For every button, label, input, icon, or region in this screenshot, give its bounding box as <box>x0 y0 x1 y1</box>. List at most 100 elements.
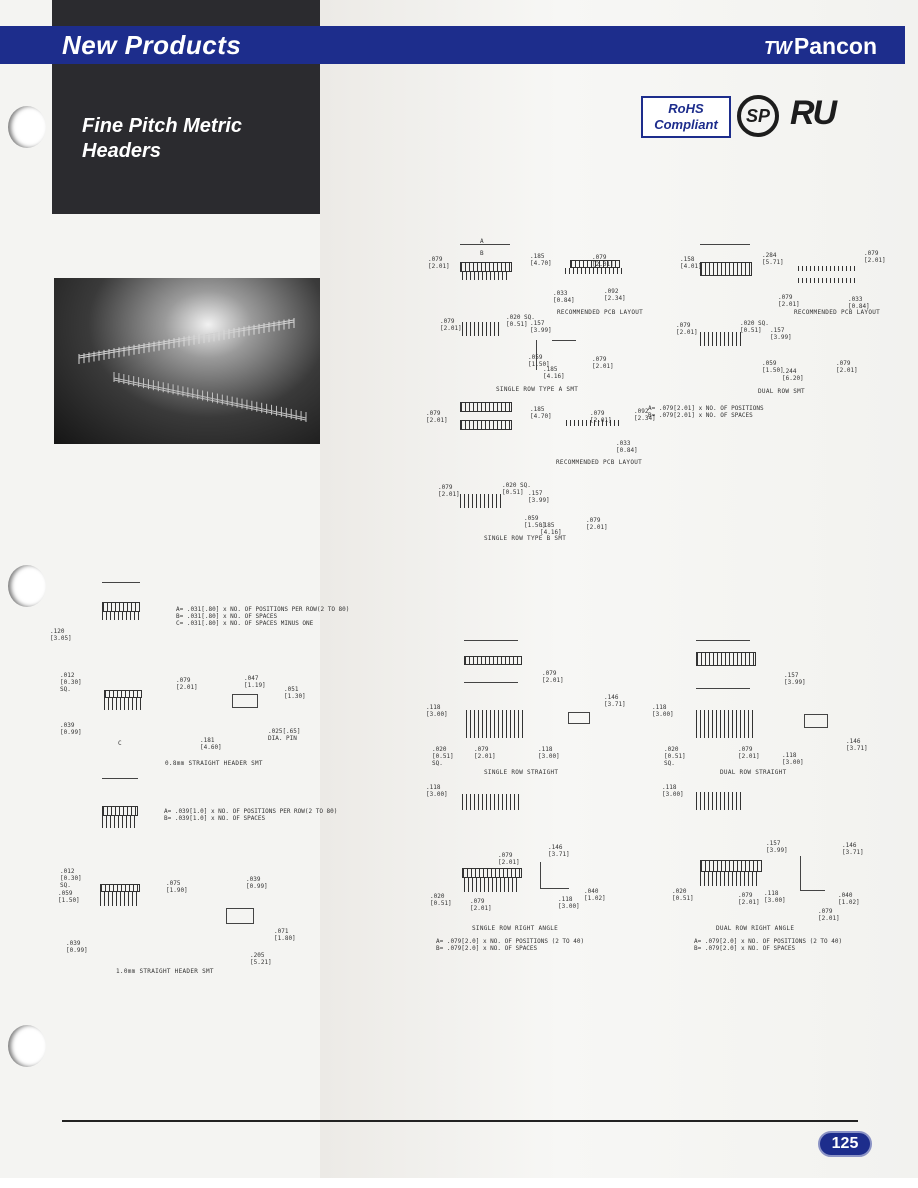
dim: .118 [3.00] <box>652 704 674 718</box>
dim: .244 [6.20] <box>782 368 804 382</box>
dim: .158 [4.01] <box>680 256 702 270</box>
dim: .079 [2.01] <box>498 852 520 866</box>
brand-name: Pancon <box>793 33 877 59</box>
dim: .020 [0.51] SQ. <box>432 746 454 767</box>
dim: .157 [3.99] <box>766 840 788 854</box>
dim: .284 [5.71] <box>762 252 784 266</box>
dim: .185 [4.70] <box>530 406 552 420</box>
compliant-label: Compliant <box>654 117 718 132</box>
dim: .059 [1.50] <box>762 360 784 374</box>
rohs-label: RoHS <box>668 101 704 116</box>
dimension-note: A= .039[1.0] x NO. OF POSITIONS PER ROW(… <box>164 808 338 822</box>
dim: .039 [0.99] <box>60 722 82 736</box>
label-a: A <box>480 238 484 245</box>
binder-hole-icon <box>8 565 46 607</box>
dim: .040 [1.02] <box>838 892 860 906</box>
dim: .079 [2.01] <box>470 898 492 912</box>
dim: .185 [4.16] <box>543 366 565 380</box>
dim: .020 [0.51] <box>672 888 694 902</box>
dim: .079 [2.01] <box>864 250 886 264</box>
dim: .157 [3.99] <box>528 490 550 504</box>
dim: .118 [3.00] <box>782 752 804 766</box>
dim: .092 [2.34] <box>604 288 626 302</box>
dim: .020 [0.51] <box>430 893 452 907</box>
dim: .118 [3.00] <box>558 896 580 910</box>
dim: .079 [2.01] <box>592 254 614 268</box>
pcb-caption: RECOMMENDED PCB LAYOUT <box>556 459 643 466</box>
csa-logo-icon: SP <box>737 95 779 137</box>
brand-logo: TWPancon <box>764 33 877 60</box>
caption: DUAL ROW RIGHT ANGLE <box>716 925 795 932</box>
dim: .079 [2.01] <box>474 746 496 760</box>
dim: .020 [0.51] SQ. <box>664 746 686 767</box>
dim: .040 [1.02] <box>584 888 606 902</box>
ul-logo-icon: RU <box>790 94 837 132</box>
dim: .118 [3.00] <box>662 784 684 798</box>
caption: SINGLE ROW RIGHT ANGLE <box>472 925 559 932</box>
dimension-note: A= .079[2.0] x NO. OF POSITIONS (2 TO 40… <box>436 938 585 952</box>
dim: .146 [3.71] <box>846 738 868 752</box>
dim: .012 [0.30] SQ. <box>60 672 82 693</box>
dim: .033 [0.84] <box>848 296 870 310</box>
dim: .185 [4.70] <box>530 253 552 267</box>
label-c: C <box>118 740 122 747</box>
caption: 0.8mm STRAIGHT HEADER SMT <box>165 760 263 767</box>
dim: .020 SQ. [0.51] <box>506 314 535 328</box>
section-title: New Products <box>62 30 242 60</box>
binder-hole-icon <box>8 1025 46 1067</box>
dim: .079 [2.01] <box>428 256 450 270</box>
dim: .079 [2.01] <box>438 484 460 498</box>
dim: .118 [3.00] <box>764 890 786 904</box>
dim: .118 [3.00] <box>426 784 448 798</box>
dim: .181 [4.60] <box>200 737 222 751</box>
product-title: Fine Pitch Metric Headers <box>82 115 243 162</box>
pcb-caption: RECOMMENDED PCB LAYOUT <box>557 309 644 316</box>
dim: .079 [2.01] <box>590 410 612 424</box>
dim: .118 [3.00] <box>426 704 448 718</box>
brand-prefix: TW <box>763 38 792 58</box>
binder-hole-icon <box>8 106 46 148</box>
dim: .012 [0.30] SQ. <box>60 868 82 889</box>
dim: .146 [3.71] <box>842 842 864 856</box>
header-body <box>460 262 512 272</box>
dim: .079 [2.01] <box>586 517 608 531</box>
dim: .079 [2.01] <box>778 294 800 308</box>
dimension-note: A= .079[2.01] x NO. OF POSITIONS B= .079… <box>648 405 764 419</box>
dim: .157 [3.99] <box>530 320 552 334</box>
dim: .020 SQ. [0.51] <box>502 482 531 496</box>
dim: .025[.65] DIA. PIN <box>268 728 301 742</box>
caption: DUAL ROW STRAIGHT <box>720 769 787 776</box>
dim: .157 [3.99] <box>784 672 806 686</box>
dim: .146 [3.71] <box>604 694 626 708</box>
caption: DUAL ROW SMT <box>758 388 805 395</box>
dimension-note: A= .079[2.0] x NO. OF POSITIONS (2 TO 40… <box>694 938 843 952</box>
dim: .071 [1.80] <box>274 928 296 942</box>
dim: .079 [2.01] <box>836 360 858 374</box>
dim: .079 [2.01] <box>676 322 698 336</box>
caption: SINGLE ROW TYPE A SMT <box>496 386 579 393</box>
dim: .079 [2.01] <box>738 746 760 760</box>
dim: .146 [3.71] <box>548 844 570 858</box>
dim: .051 [1.30] <box>284 686 306 700</box>
header-strips-image <box>78 318 307 422</box>
product-photo <box>54 278 320 444</box>
section-header-bar: New Products TWPancon <box>0 26 905 64</box>
page-number-badge: 125 <box>818 1131 872 1157</box>
dim: .020 SQ. [0.51] <box>740 320 769 334</box>
dim: .079 [2.01] <box>738 892 760 906</box>
dim: .075 [1.90] <box>166 880 188 894</box>
bottom-margin <box>0 1178 918 1188</box>
dim: .033 [0.84] <box>553 290 575 304</box>
footer-rule <box>62 1120 858 1122</box>
caption: 1.0mm STRAIGHT HEADER SMT <box>116 968 214 975</box>
dimension-note: A= .031[.80] x NO. OF POSITIONS PER ROW(… <box>176 606 350 627</box>
dim: .157 [3.99] <box>770 327 792 341</box>
dim: .120 [3.05] <box>50 628 72 642</box>
dim: .059 [1.50] <box>528 354 550 368</box>
caption: SINGLE ROW STRAIGHT <box>484 769 559 776</box>
dim: .079 [2.01] <box>176 677 198 691</box>
dim: .079 [2.01] <box>592 356 614 370</box>
dim: .039 [0.99] <box>66 940 88 954</box>
dim: .118 [3.00] <box>538 746 560 760</box>
